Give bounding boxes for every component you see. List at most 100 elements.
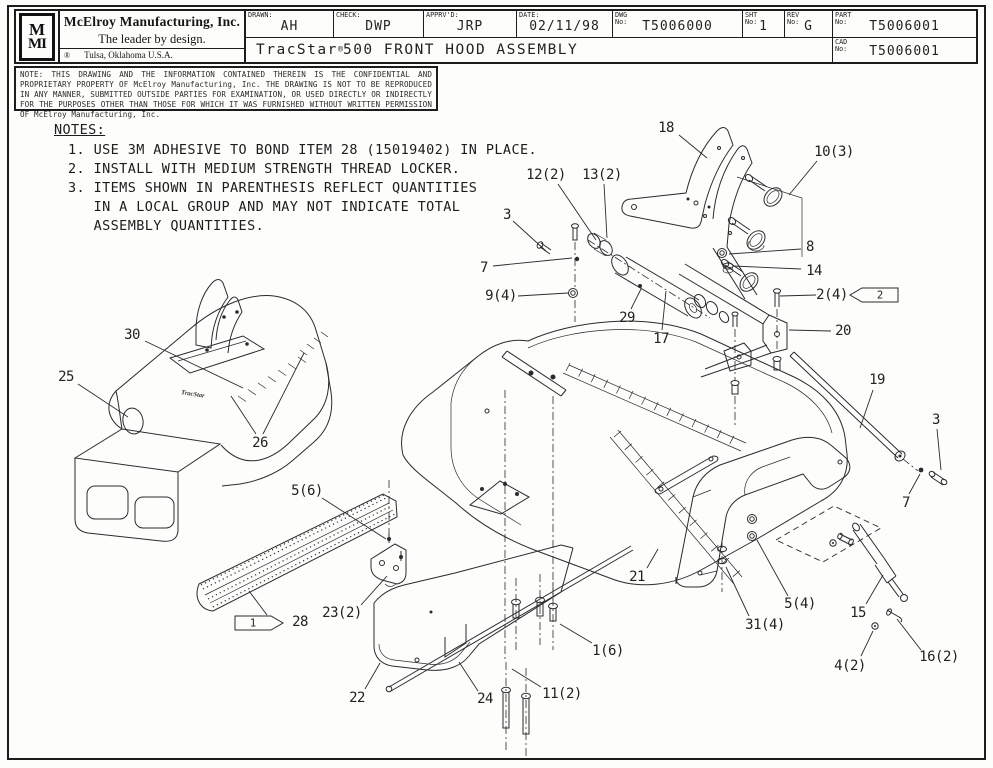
leader-line bbox=[646, 548, 659, 569]
field-value: T5006001 bbox=[869, 44, 940, 59]
part-callout-22: 22 bbox=[349, 690, 365, 706]
part-callout-15: 15 bbox=[850, 605, 866, 621]
bracket-23 bbox=[370, 480, 407, 587]
registered-mark: ® bbox=[64, 50, 71, 60]
leader-line bbox=[144, 340, 244, 389]
part-callout-3: 3 bbox=[932, 412, 940, 428]
pivot-tube-17 bbox=[587, 232, 730, 324]
hatch-tick bbox=[679, 413, 684, 422]
part-callout-14: 14 bbox=[806, 263, 822, 279]
part-callout-18: 18 bbox=[658, 120, 674, 136]
field-label: PART No: bbox=[835, 11, 852, 27]
part-callout-2(4): 2(4) bbox=[816, 287, 848, 303]
hatch-tick bbox=[667, 494, 676, 501]
hatch-tick bbox=[666, 407, 672, 416]
leader-line bbox=[512, 220, 547, 252]
hood-side-label: TracStar bbox=[181, 389, 206, 400]
leader-line bbox=[678, 134, 708, 159]
leader-line bbox=[321, 497, 387, 540]
assembled-hood-view: TracStar bbox=[73, 279, 333, 542]
foam-strip-28 bbox=[196, 493, 398, 612]
leader-line bbox=[517, 292, 569, 297]
leader-line bbox=[557, 183, 597, 241]
notes-section: NOTES: 1. USE 3M ADHESIVE TO BOND ITEM 2… bbox=[54, 122, 537, 236]
pivot-arm-20 bbox=[678, 263, 788, 428]
leader-line bbox=[492, 257, 573, 267]
hatch-tick bbox=[590, 374, 596, 383]
hood-panel-21 bbox=[401, 223, 882, 660]
hatch-tick bbox=[691, 418, 697, 428]
note-flag-2 bbox=[849, 287, 899, 303]
field-label: CHECK: bbox=[336, 11, 361, 19]
part-callout-17: 17 bbox=[653, 331, 669, 347]
field-label: DWG No: bbox=[615, 11, 628, 27]
logo-letter-bottom: MI bbox=[28, 36, 47, 52]
note-flag-number: 2 bbox=[877, 290, 883, 302]
part-callout-29: 29 bbox=[619, 310, 635, 326]
edge-foam-hatch bbox=[565, 362, 735, 444]
hatch-tick bbox=[257, 382, 267, 389]
hardware-right bbox=[717, 514, 757, 592]
part-callout-16(2): 16(2) bbox=[919, 649, 959, 665]
hatch-tick bbox=[287, 363, 297, 370]
title-block: M MI McElroy Manufacturing, Inc. The lea… bbox=[14, 9, 978, 64]
part-callout-4(2): 4(2) bbox=[834, 658, 866, 674]
note-item-1: 1. USE 3M ADHESIVE TO BOND ITEM 28 (1501… bbox=[68, 142, 538, 158]
sheet-border bbox=[7, 5, 986, 760]
hatch-tick bbox=[613, 430, 622, 438]
hatch-tick bbox=[616, 385, 621, 394]
hatch-tick bbox=[729, 435, 735, 444]
field-value: T5006001 bbox=[869, 19, 940, 34]
fields-row-bottom: TracStar® 500 FRONT HOOD ASSEMBLY CAD No… bbox=[246, 38, 976, 62]
field-part-no: PART No: T5006001 bbox=[833, 11, 976, 37]
logo-letter-top: M bbox=[28, 20, 46, 39]
hatch-tick bbox=[624, 443, 633, 450]
nut-and-washer bbox=[717, 248, 734, 274]
field-label: DATE: bbox=[519, 11, 540, 19]
leader-line bbox=[248, 590, 268, 616]
leader-line bbox=[865, 574, 884, 605]
hardware-bolts-bottom bbox=[501, 574, 558, 758]
leader-line bbox=[788, 160, 818, 196]
hatch-tick bbox=[299, 349, 308, 356]
part-callout-28: 28 bbox=[292, 614, 308, 630]
part-callout-7: 7 bbox=[902, 495, 910, 511]
field-label: APPRV'D: bbox=[426, 11, 459, 19]
part-callout-19: 19 bbox=[869, 372, 885, 388]
part-callout-5(4): 5(4) bbox=[784, 596, 816, 612]
part-callout-21: 21 bbox=[629, 569, 645, 585]
fields-row-top: DRAWN:AH CHECK:DWP APPRV'D:JRP DATE:02/1… bbox=[246, 11, 976, 38]
note-item-3: 3. ITEMS SHOWN IN PARENTHESIS REFLECT QU… bbox=[68, 180, 478, 234]
leader-line bbox=[360, 575, 388, 606]
hatch-tick bbox=[704, 424, 709, 433]
part-callout-23(2): 23(2) bbox=[322, 605, 362, 621]
drawing-title-reg: ® bbox=[337, 45, 343, 55]
hatch-tick bbox=[689, 519, 697, 527]
field-value: JRP bbox=[456, 19, 484, 34]
knob-10-icons bbox=[720, 174, 783, 292]
part-callout-3: 3 bbox=[503, 207, 511, 223]
hatch-tick bbox=[565, 362, 571, 372]
field-label: SHT No: bbox=[745, 11, 758, 27]
part-callout-12(2): 12(2) bbox=[526, 167, 566, 183]
part-callout-25: 25 bbox=[58, 369, 74, 385]
leader-line bbox=[728, 248, 802, 255]
notes-heading: NOTES: bbox=[54, 122, 106, 138]
note-item-2: 2. INSTALL WITH MEDIUM STRENGTH THREAD L… bbox=[68, 161, 461, 177]
field-apprvd: APPRV'D:JRP bbox=[424, 11, 517, 37]
hatch-tick bbox=[646, 468, 654, 476]
field-date: DATE:02/11/98 bbox=[517, 11, 613, 37]
field-value: G bbox=[804, 19, 813, 34]
field-value: 1 bbox=[759, 19, 768, 34]
hatch-tick bbox=[578, 368, 583, 377]
leader-line bbox=[725, 566, 750, 617]
leader-line bbox=[661, 290, 667, 331]
part-callout-7: 7 bbox=[480, 260, 488, 276]
hatch-tick bbox=[635, 456, 643, 463]
hatch-tick bbox=[678, 506, 687, 514]
part-callout-1(6): 1(6) bbox=[592, 643, 624, 659]
company-location: Tulsa, Oklahoma U.S.A. bbox=[84, 50, 173, 60]
field-dwg-no: DWG No:T5006000 bbox=[613, 11, 743, 37]
part-callout-10(3): 10(3) bbox=[814, 144, 854, 160]
